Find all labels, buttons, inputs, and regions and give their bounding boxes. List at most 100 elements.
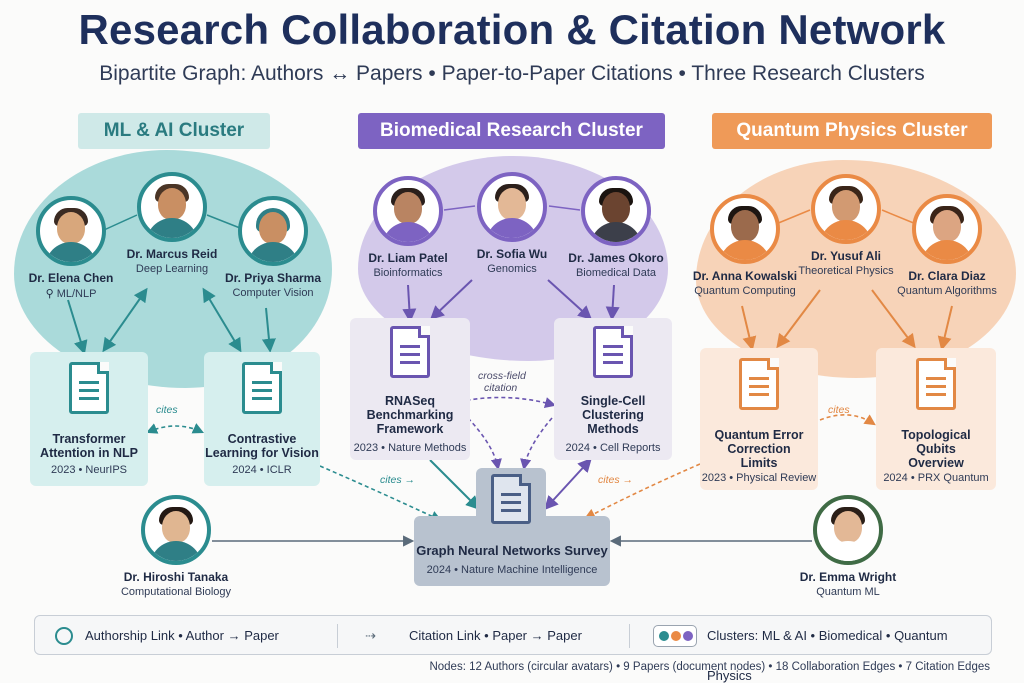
author-sofia-wu[interactable]: Dr. Sofia Wu Genomics (437, 172, 587, 275)
document-icon (242, 362, 282, 414)
edge-priya-contrastive-2 (261, 307, 276, 353)
author-priya-sharma[interactable]: Dr. Priya Sharma Computer Vision (198, 196, 348, 299)
edge-elena-marcus (103, 214, 138, 231)
paper-topological[interactable]: Topological Qubits Overview 2024 • PRX Q… (876, 348, 996, 490)
edge-elena-transformer (67, 299, 88, 355)
edge-liam-rnaseq (402, 284, 417, 323)
author-james-okoro[interactable]: Dr. James Okoro Biomedical Data (541, 176, 691, 279)
paper-title: Qubits (916, 442, 956, 456)
paper-meta: 2024 • Cell Reports (565, 442, 661, 454)
author-name: Dr. Elena Chen (28, 271, 114, 285)
author-emma-wright[interactable]: Dr. Emma Wright Quantum ML (773, 495, 923, 598)
edge-anna-qec (741, 305, 757, 351)
legend-clusters: Clusters: ML & AI • Biomedical • Quantum… (707, 628, 948, 683)
author-field: Quantum Algorithms (897, 285, 997, 297)
author-anna-kowalski[interactable]: Dr. Anna Kowalski Quantum Computing (670, 194, 820, 297)
paper-transformer[interactable]: Transformer Attention in NLP 2023 • Neur… (30, 352, 148, 486)
page-subtitle: Bipartite Graph: Authors ↔ Papers • Pape… (99, 62, 925, 85)
paper-title: Correction (727, 442, 791, 456)
paper-title: Transformer (52, 432, 126, 446)
paper-meta: 2024 • ICLR (232, 464, 292, 476)
edge-priya-contrastive (202, 287, 242, 353)
author-yusuf-ali[interactable]: Dr. Yusuf Ali Theoretical Physics (771, 174, 921, 277)
legend-citation: Citation Link • Paper → Paper (409, 628, 582, 643)
edge-sofia-rnaseq (429, 279, 473, 320)
paper-title: Methods (587, 422, 639, 436)
edge-label-cites-left: cites → (380, 474, 416, 486)
author-name: Dr. Liam Patel (368, 251, 448, 265)
paper-title: Single-Cell (580, 394, 646, 408)
author-name: Dr. Clara Diaz (908, 269, 986, 283)
edge-label-cites-qp: cites (828, 404, 850, 416)
author-field: Computational Biology (120, 586, 232, 598)
node-summary: Nodes: 12 Authors (circular avatars) • 9… (429, 661, 990, 673)
edge-james-singlecell (547, 279, 593, 320)
paper-title: Limits (740, 456, 778, 470)
paper-meta: 2024 • Nature Machine Intelligence (426, 564, 598, 576)
paper-title: Learning for Vision (205, 446, 319, 460)
author-marcus-reid[interactable]: Dr. Marcus Reid Deep Learning (97, 172, 247, 275)
edge-sofia-james (548, 205, 581, 211)
page-title: Research Collaboration & Citation Networ… (78, 6, 946, 53)
paper-title: Topological (901, 428, 971, 442)
author-field: Quantum Computing (694, 285, 796, 297)
author-name: Dr. James Okoro (568, 251, 664, 265)
edge-liam-sofia (443, 205, 476, 211)
paper-title: Attention in NLP (40, 446, 138, 460)
author-name: Dr. Sofia Wu (476, 247, 548, 261)
document-icon (69, 362, 109, 414)
avatar (141, 495, 211, 565)
authorship-circle-icon (55, 627, 73, 645)
author-hiroshi-tanaka[interactable]: Dr. Hiroshi Tanaka Computational Biology (101, 495, 251, 598)
author-field: Quantum ML (816, 586, 880, 598)
author-field: Biomedical Data (575, 267, 657, 279)
edge-label-cites-right: cites → (598, 474, 634, 486)
author-elena-chen[interactable]: Dr. Elena Chen ⚲ ML/NLP (0, 196, 146, 300)
edge-transformer-contrastive (145, 423, 205, 434)
edge-label-citation: citation (484, 382, 518, 394)
paper-singlecell[interactable]: Single-Cell Clustering Methods 2024 • Ce… (554, 318, 672, 460)
paper-contrastive[interactable]: Contrastive Learning for Vision 2024 • I… (204, 352, 320, 486)
edge-marcus-transformer (102, 287, 148, 353)
edge-label-cites: cites (156, 404, 178, 416)
bio-cluster-label: Biomedical Research Cluster (358, 113, 665, 149)
edge-yusuf-clara (881, 209, 917, 225)
edge-qec-topo (819, 414, 876, 426)
author-name: Dr. Anna Kowalski (692, 269, 798, 283)
edge-label-cross-field: cross-field (478, 370, 526, 382)
document-icon (390, 326, 430, 378)
edge-anna-yusuf (775, 209, 811, 225)
edge-singlecell-gnn-solid (544, 457, 592, 511)
avatar (581, 176, 651, 246)
avatar (36, 196, 106, 266)
author-name: Dr. Hiroshi Tanaka (123, 570, 229, 584)
avatar (811, 174, 881, 244)
avatar (813, 495, 883, 565)
qp-cluster-label: Quantum Physics Cluster (712, 113, 992, 149)
paper-rnaseq[interactable]: RNASeq Benchmarking Framework 2023 • Nat… (350, 318, 470, 460)
paper-qec[interactable]: Quantum Error Correction Limits 2023 • P… (700, 348, 818, 490)
avatar (912, 194, 982, 264)
legend-authorship: Authorship Link • Author → Paper (85, 628, 279, 643)
edge-contrastive-gnn (319, 465, 443, 522)
document-icon (916, 358, 956, 410)
paper-gnn-icon-tab (476, 468, 546, 524)
document-icon (491, 474, 531, 524)
avatar (477, 172, 547, 242)
avatar (137, 172, 207, 242)
author-field: ⚲ ML/NLP (45, 288, 97, 300)
author-liam-patel[interactable]: Dr. Liam Patel Bioinformatics (333, 176, 483, 279)
author-clara-diaz[interactable]: Dr. Clara Diaz Quantum Algorithms (872, 194, 1022, 297)
paper-meta: 2023 • Physical Review (701, 472, 817, 484)
dashed-arrow-icon: ⇢ (365, 628, 376, 643)
edge-qec-gnn (584, 463, 701, 520)
paper-title: Framework (376, 422, 444, 436)
paper-title: Contrastive (227, 432, 297, 446)
author-field: Theoretical Physics (798, 265, 894, 277)
paper-title: Overview (908, 456, 964, 470)
paper-meta: 2024 • PRX Quantum (883, 472, 989, 484)
paper-title: Graph Neural Networks Survey (416, 543, 608, 558)
document-icon (739, 358, 779, 410)
paper-gnn-survey[interactable]: Graph Neural Networks Survey 2024 • Natu… (414, 516, 610, 586)
cluster-dots-icon (653, 625, 697, 647)
